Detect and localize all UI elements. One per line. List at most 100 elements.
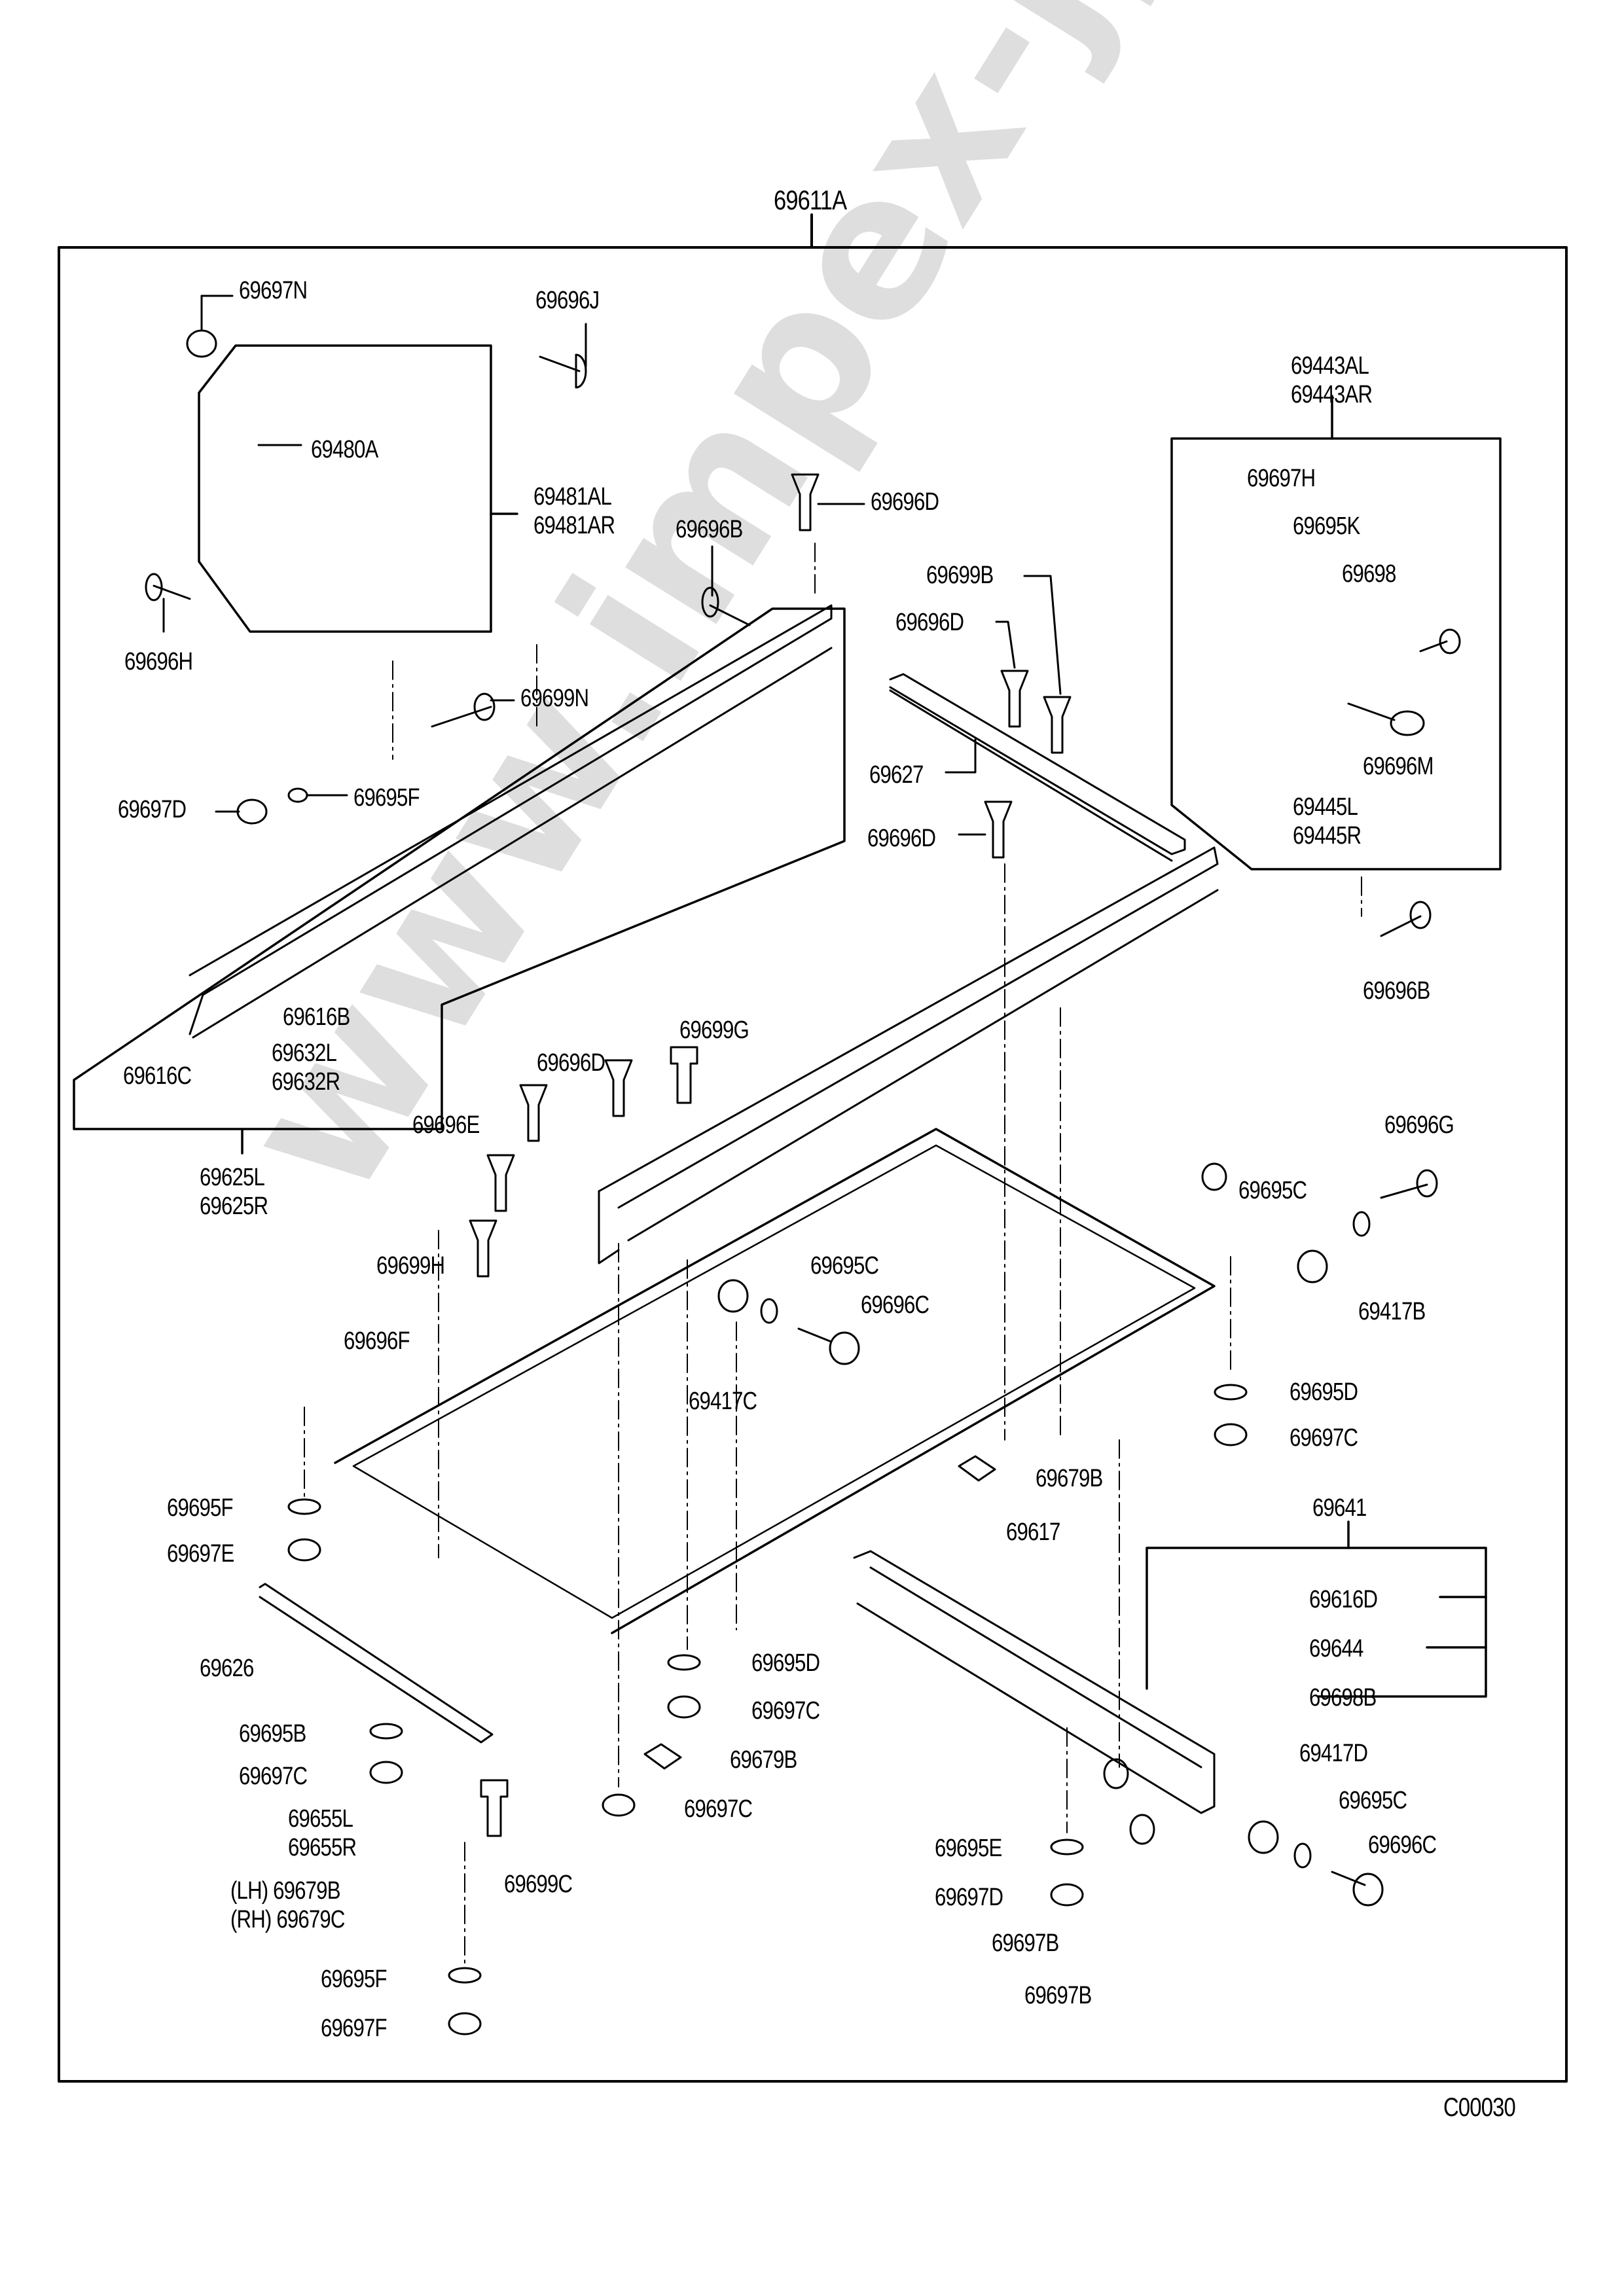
bolt-icon	[1380, 1169, 1438, 1199]
part-label-69627[interactable]: 69627	[869, 761, 924, 789]
part-label-69417c[interactable]: 69417C	[689, 1388, 757, 1415]
washer-icon	[1352, 1211, 1371, 1237]
part-label-69445l[interactable]: 69445L 69445R	[1293, 793, 1362, 850]
latch-inset-box	[198, 344, 492, 633]
part-label-69632l[interactable]: 69632L 69632R	[272, 1039, 340, 1096]
part-label-69696c_a[interactable]: 69696C	[861, 1291, 929, 1319]
nut-icon	[667, 1695, 701, 1719]
part-label-69695d_a[interactable]: 69695D	[1290, 1378, 1358, 1406]
bolt-icon	[539, 353, 587, 389]
part-label-69695f_b[interactable]: 69695F	[167, 1494, 234, 1522]
part-label-69698b[interactable]: 69698B	[1309, 1684, 1377, 1712]
part-label-69626[interactable]: 69626	[200, 1655, 254, 1682]
part-label-69695c_b[interactable]: 69695C	[810, 1252, 879, 1280]
part-label-69696c_b[interactable]: 69696C	[1368, 1831, 1437, 1859]
bolt-icon	[1419, 628, 1461, 655]
part-label-69695e[interactable]: 69695E	[935, 1835, 1002, 1862]
part-label-69625l[interactable]: 69625L 69625R	[200, 1164, 268, 1220]
part-label-69696d_b[interactable]: 69696D	[895, 609, 964, 636]
part-label-69696h[interactable]: 69696H	[124, 648, 193, 675]
washer-icon	[1214, 1384, 1248, 1401]
part-label-69679b_a[interactable]: 69679B	[1036, 1465, 1103, 1492]
part-label-69616c[interactable]: 69616C	[123, 1062, 192, 1090]
bolt-icon	[1347, 702, 1425, 736]
nut-icon	[1050, 1883, 1084, 1907]
part-label-69616d[interactable]: 69616D	[1309, 1586, 1378, 1613]
part-label-69679b_c[interactable]: (LH) 69679B (RH) 69679C	[230, 1877, 345, 1933]
part-label-69695k[interactable]: 69695K	[1293, 512, 1360, 540]
bolt-icon	[145, 573, 191, 601]
washer-icon	[667, 1654, 701, 1671]
part-label-69655l[interactable]: 69655L 69655R	[288, 1805, 357, 1861]
bolt-icon	[1331, 1871, 1384, 1907]
spacer-icon	[1297, 1249, 1328, 1283]
part-label-69695b[interactable]: 69695B	[239, 1720, 306, 1748]
part-label-69695c_c[interactable]: 69695C	[1339, 1787, 1407, 1814]
spacer-icon	[717, 1279, 749, 1313]
bolt-icon	[480, 1779, 509, 1837]
part-label-69699g[interactable]: 69699G	[679, 1016, 749, 1044]
part-label-69696d_c[interactable]: 69696D	[867, 825, 936, 852]
part-label-69697e[interactable]: 69697E	[167, 1540, 234, 1568]
part-label-69699c[interactable]: 69699C	[504, 1871, 573, 1898]
spacer-icon	[1248, 1820, 1279, 1854]
square-nut-icon	[643, 1743, 682, 1770]
part-label-69697d_a[interactable]: 69697D	[118, 796, 187, 823]
washer-icon	[1050, 1839, 1084, 1856]
part-label-69679b_b[interactable]: 69679B	[730, 1746, 797, 1774]
part-label-69480a[interactable]: 69480A	[311, 436, 378, 463]
part-label-69443al[interactable]: 69443AL 69443AR	[1291, 352, 1373, 408]
part-label-69644[interactable]: 69644	[1309, 1635, 1363, 1662]
square-nut-icon	[958, 1455, 996, 1482]
part-label-69697n[interactable]: 69697N	[239, 277, 308, 304]
part-label-69699b[interactable]: 69699B	[926, 562, 994, 589]
part-label-69697d_b[interactable]: 69697D	[935, 1884, 1003, 1911]
bolt-icon	[519, 1084, 548, 1142]
rail-69627	[889, 673, 1186, 862]
bolt-icon	[604, 1059, 633, 1117]
part-label-69641[interactable]: 69641	[1312, 1494, 1367, 1522]
part-label-69697h[interactable]: 69697H	[1247, 465, 1316, 492]
part-label-69695f_a[interactable]: 69695F	[353, 784, 420, 812]
bolt-icon	[1043, 696, 1072, 754]
part-label-69696g[interactable]: 69696G	[1384, 1111, 1454, 1139]
part-label-69697b_a[interactable]: 69697B	[992, 1929, 1059, 1957]
part-label-69696d_a[interactable]: 69696D	[871, 488, 939, 516]
part-label-69697c_c[interactable]: 69697C	[239, 1763, 308, 1790]
part-label-69697c_d[interactable]: 69697C	[684, 1795, 753, 1823]
part-label-69697c_a[interactable]: 69697C	[1290, 1424, 1358, 1452]
part-label-69695c_a[interactable]: 69695C	[1238, 1177, 1307, 1204]
leader-lines	[162, 295, 1062, 836]
part-label-69695d_b[interactable]: 69695D	[751, 1649, 820, 1677]
nut-icon	[448, 2012, 482, 2036]
nut-icon	[1103, 1758, 1129, 1789]
part-label-69417d[interactable]: 69417D	[1299, 1740, 1368, 1767]
part-label-69699h[interactable]: 69699H	[376, 1252, 445, 1280]
bolt-icon	[791, 473, 820, 531]
part-label-69617[interactable]: 69617	[1006, 1518, 1060, 1546]
part-label-69616b[interactable]: 69616B	[283, 1003, 350, 1031]
part-label-69697c_b[interactable]: 69697C	[751, 1697, 820, 1725]
floor-frame	[334, 1128, 1216, 1634]
part-label-69697f[interactable]: 69697F	[321, 2015, 388, 2042]
part-label-69696d_d[interactable]: 69696D	[537, 1049, 605, 1077]
bolt-icon	[984, 800, 1013, 859]
part-label-69696m[interactable]: 69696M	[1363, 753, 1434, 780]
nut-icon	[186, 329, 217, 358]
bolt-icon	[486, 1154, 515, 1212]
part-label-69695f_c[interactable]: 69695F	[321, 1965, 388, 1993]
part-label-69697b_b[interactable]: 69697B	[1024, 1982, 1092, 2009]
part-label-69698[interactable]: 69698	[1342, 560, 1396, 588]
alignment-lines	[304, 543, 1362, 1964]
bolt-icon	[797, 1327, 860, 1365]
part-label-69481al[interactable]: 69481AL 69481AR	[533, 483, 615, 539]
part-label-69696b_a[interactable]: 69696B	[676, 516, 743, 543]
bolt-icon	[670, 1046, 698, 1104]
part-label-69696e[interactable]: 69696E	[412, 1111, 480, 1139]
part-label-69696f[interactable]: 69696F	[344, 1327, 410, 1355]
part-label-69696b_b[interactable]: 69696B	[1363, 977, 1430, 1005]
part-label-69417b[interactable]: 69417B	[1358, 1298, 1426, 1325]
part-label-69699n[interactable]: 69699N	[520, 685, 589, 712]
nut-icon	[287, 1538, 321, 1562]
part-label-69696j[interactable]: 69696J	[535, 287, 600, 314]
